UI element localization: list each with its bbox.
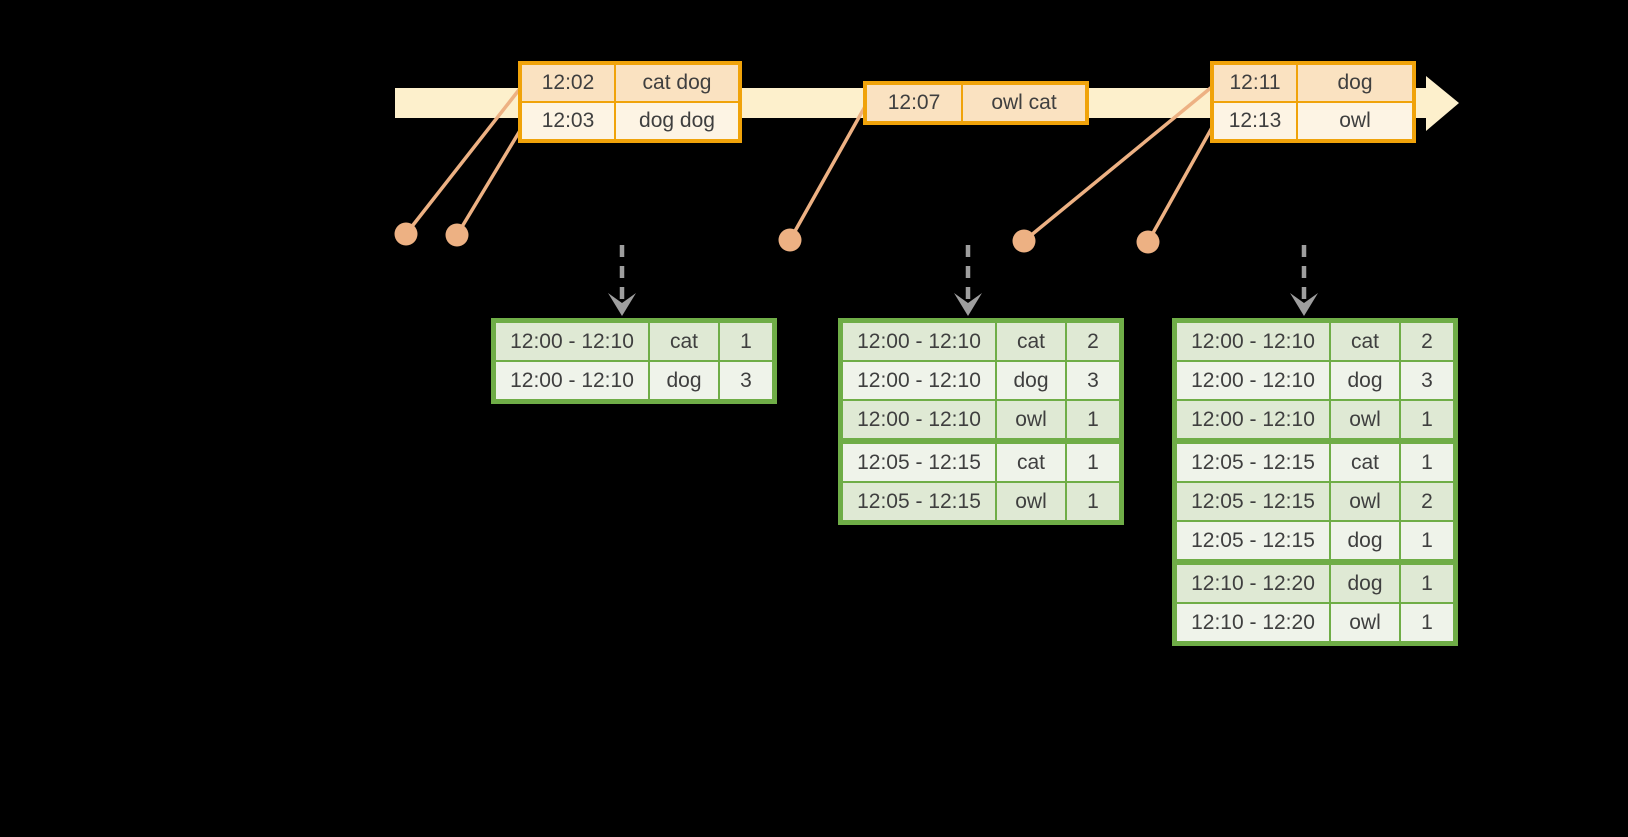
event-words-cell: cat dog — [614, 62, 741, 103]
event-connector-line — [788, 102, 869, 241]
word-cell: cat — [648, 319, 720, 362]
event-time-cell: 12:13 — [1211, 101, 1298, 142]
event-row: 12:11 dog — [1211, 62, 1415, 103]
window-cell: 12:05 - 12:15 — [839, 481, 997, 524]
event-words-cell: dog dog — [614, 101, 741, 142]
event-row: 12:13 owl — [1211, 101, 1415, 142]
result-row: 12:00 - 12:10 owl 1 — [839, 399, 1123, 442]
result-row: 12:00 - 12:10 cat 2 — [839, 319, 1123, 362]
count-cell: 1 — [718, 319, 776, 362]
result-row: 12:00 - 12:10 cat 2 — [1173, 319, 1457, 362]
window-cell: 12:00 - 12:10 — [492, 360, 650, 403]
result-row: 12:00 - 12:10 dog 3 — [1173, 360, 1457, 401]
event-time-cell: 12:03 — [519, 101, 616, 142]
result-row: 12:10 - 12:20 dog 1 — [1173, 559, 1457, 604]
result-row: 12:00 - 12:10 dog 3 — [492, 360, 776, 403]
count-cell: 1 — [1399, 520, 1457, 563]
event-dot — [1012, 229, 1036, 253]
word-cell: owl — [1329, 602, 1401, 645]
word-cell: cat — [995, 319, 1067, 362]
event-time-cell: 12:02 — [519, 62, 616, 103]
count-cell: 3 — [718, 360, 776, 403]
result-row: 12:00 - 12:10 cat 1 — [492, 319, 776, 362]
count-cell: 1 — [1399, 602, 1457, 645]
result-row: 12:00 - 12:10 dog 3 — [839, 360, 1123, 401]
trigger-arrowhead-icon — [1290, 293, 1318, 316]
event-dot — [394, 222, 418, 246]
result-row: 12:00 - 12:10 owl 1 — [1173, 399, 1457, 442]
word-cell: cat — [1329, 319, 1401, 362]
word-cell: owl — [995, 481, 1067, 524]
window-cell: 12:00 - 12:10 — [1173, 360, 1331, 401]
event-time-cell: 12:11 — [1211, 62, 1298, 103]
result-table-3: 12:00 - 12:10 cat 2 12:00 - 12:10 dog 3 … — [1172, 318, 1458, 646]
event-time-cell: 12:07 — [864, 82, 963, 124]
word-cell: dog — [1329, 360, 1401, 401]
count-cell: 1 — [1399, 438, 1457, 483]
window-cell: 12:00 - 12:10 — [839, 360, 997, 401]
window-cell: 12:00 - 12:10 — [839, 319, 997, 362]
trigger-arrowhead-icon — [608, 293, 636, 316]
event-connector-line — [404, 84, 524, 236]
count-cell: 3 — [1065, 360, 1123, 401]
event-words-cell: owl cat — [961, 82, 1088, 124]
window-cell: 12:05 - 12:15 — [1173, 520, 1331, 563]
event-row: 12:07 owl cat — [864, 82, 1088, 124]
result-table-1: 12:00 - 12:10 cat 1 12:00 - 12:10 dog 3 — [491, 318, 777, 404]
word-cell: owl — [1329, 481, 1401, 522]
result-row: 12:05 - 12:15 owl 2 — [1173, 481, 1457, 522]
result-row: 12:10 - 12:20 owl 1 — [1173, 602, 1457, 645]
event-dot — [1136, 230, 1160, 254]
result-table-2: 12:00 - 12:10 cat 2 12:00 - 12:10 dog 3 … — [838, 318, 1124, 525]
count-cell: 1 — [1399, 399, 1457, 442]
window-cell: 12:10 - 12:20 — [1173, 602, 1331, 645]
word-cell: dog — [1329, 520, 1401, 563]
event-dot — [445, 223, 469, 247]
word-cell: dog — [1329, 559, 1401, 604]
event-row: 12:02 cat dog — [519, 62, 741, 103]
count-cell: 1 — [1065, 438, 1123, 483]
window-cell: 12:05 - 12:15 — [1173, 481, 1331, 522]
result-row: 12:05 - 12:15 cat 1 — [839, 438, 1123, 483]
result-row: 12:05 - 12:15 dog 1 — [1173, 520, 1457, 563]
event-connector-line — [455, 123, 526, 236]
count-cell: 2 — [1399, 319, 1457, 362]
event-connector-line — [1022, 84, 1215, 243]
event-table-3: 12:11 dog 12:13 owl — [1210, 61, 1416, 143]
window-cell: 12:00 - 12:10 — [1173, 319, 1331, 362]
window-cell: 12:00 - 12:10 — [1173, 399, 1331, 442]
count-cell: 1 — [1065, 399, 1123, 442]
event-table-2: 12:07 owl cat — [863, 81, 1089, 125]
window-cell: 12:10 - 12:20 — [1173, 559, 1331, 604]
result-row: 12:05 - 12:15 owl 1 — [839, 481, 1123, 524]
window-cell: 12:00 - 12:10 — [492, 319, 650, 362]
word-cell: owl — [995, 399, 1067, 442]
window-cell: 12:00 - 12:10 — [839, 399, 997, 442]
event-connector-line — [1146, 123, 1216, 243]
word-cell: cat — [1329, 438, 1401, 483]
count-cell: 2 — [1399, 481, 1457, 522]
window-cell: 12:05 - 12:15 — [1173, 438, 1331, 483]
count-cell: 2 — [1065, 319, 1123, 362]
result-row: 12:05 - 12:15 cat 1 — [1173, 438, 1457, 483]
event-table-1: 12:02 cat dog 12:03 dog dog — [518, 61, 742, 143]
word-cell: owl — [1329, 399, 1401, 442]
count-cell: 1 — [1065, 481, 1123, 524]
event-dot — [778, 228, 802, 252]
count-cell: 1 — [1399, 559, 1457, 604]
event-row: 12:03 dog dog — [519, 101, 741, 142]
count-cell: 3 — [1399, 360, 1457, 401]
word-cell: dog — [995, 360, 1067, 401]
word-cell: dog — [648, 360, 720, 403]
trigger-arrowhead-icon — [954, 293, 982, 316]
window-cell: 12:05 - 12:15 — [839, 438, 997, 483]
event-words-cell: owl — [1296, 101, 1415, 142]
event-words-cell: dog — [1296, 62, 1415, 103]
word-cell: cat — [995, 438, 1067, 483]
timeline-arrowhead-icon — [1426, 76, 1459, 131]
